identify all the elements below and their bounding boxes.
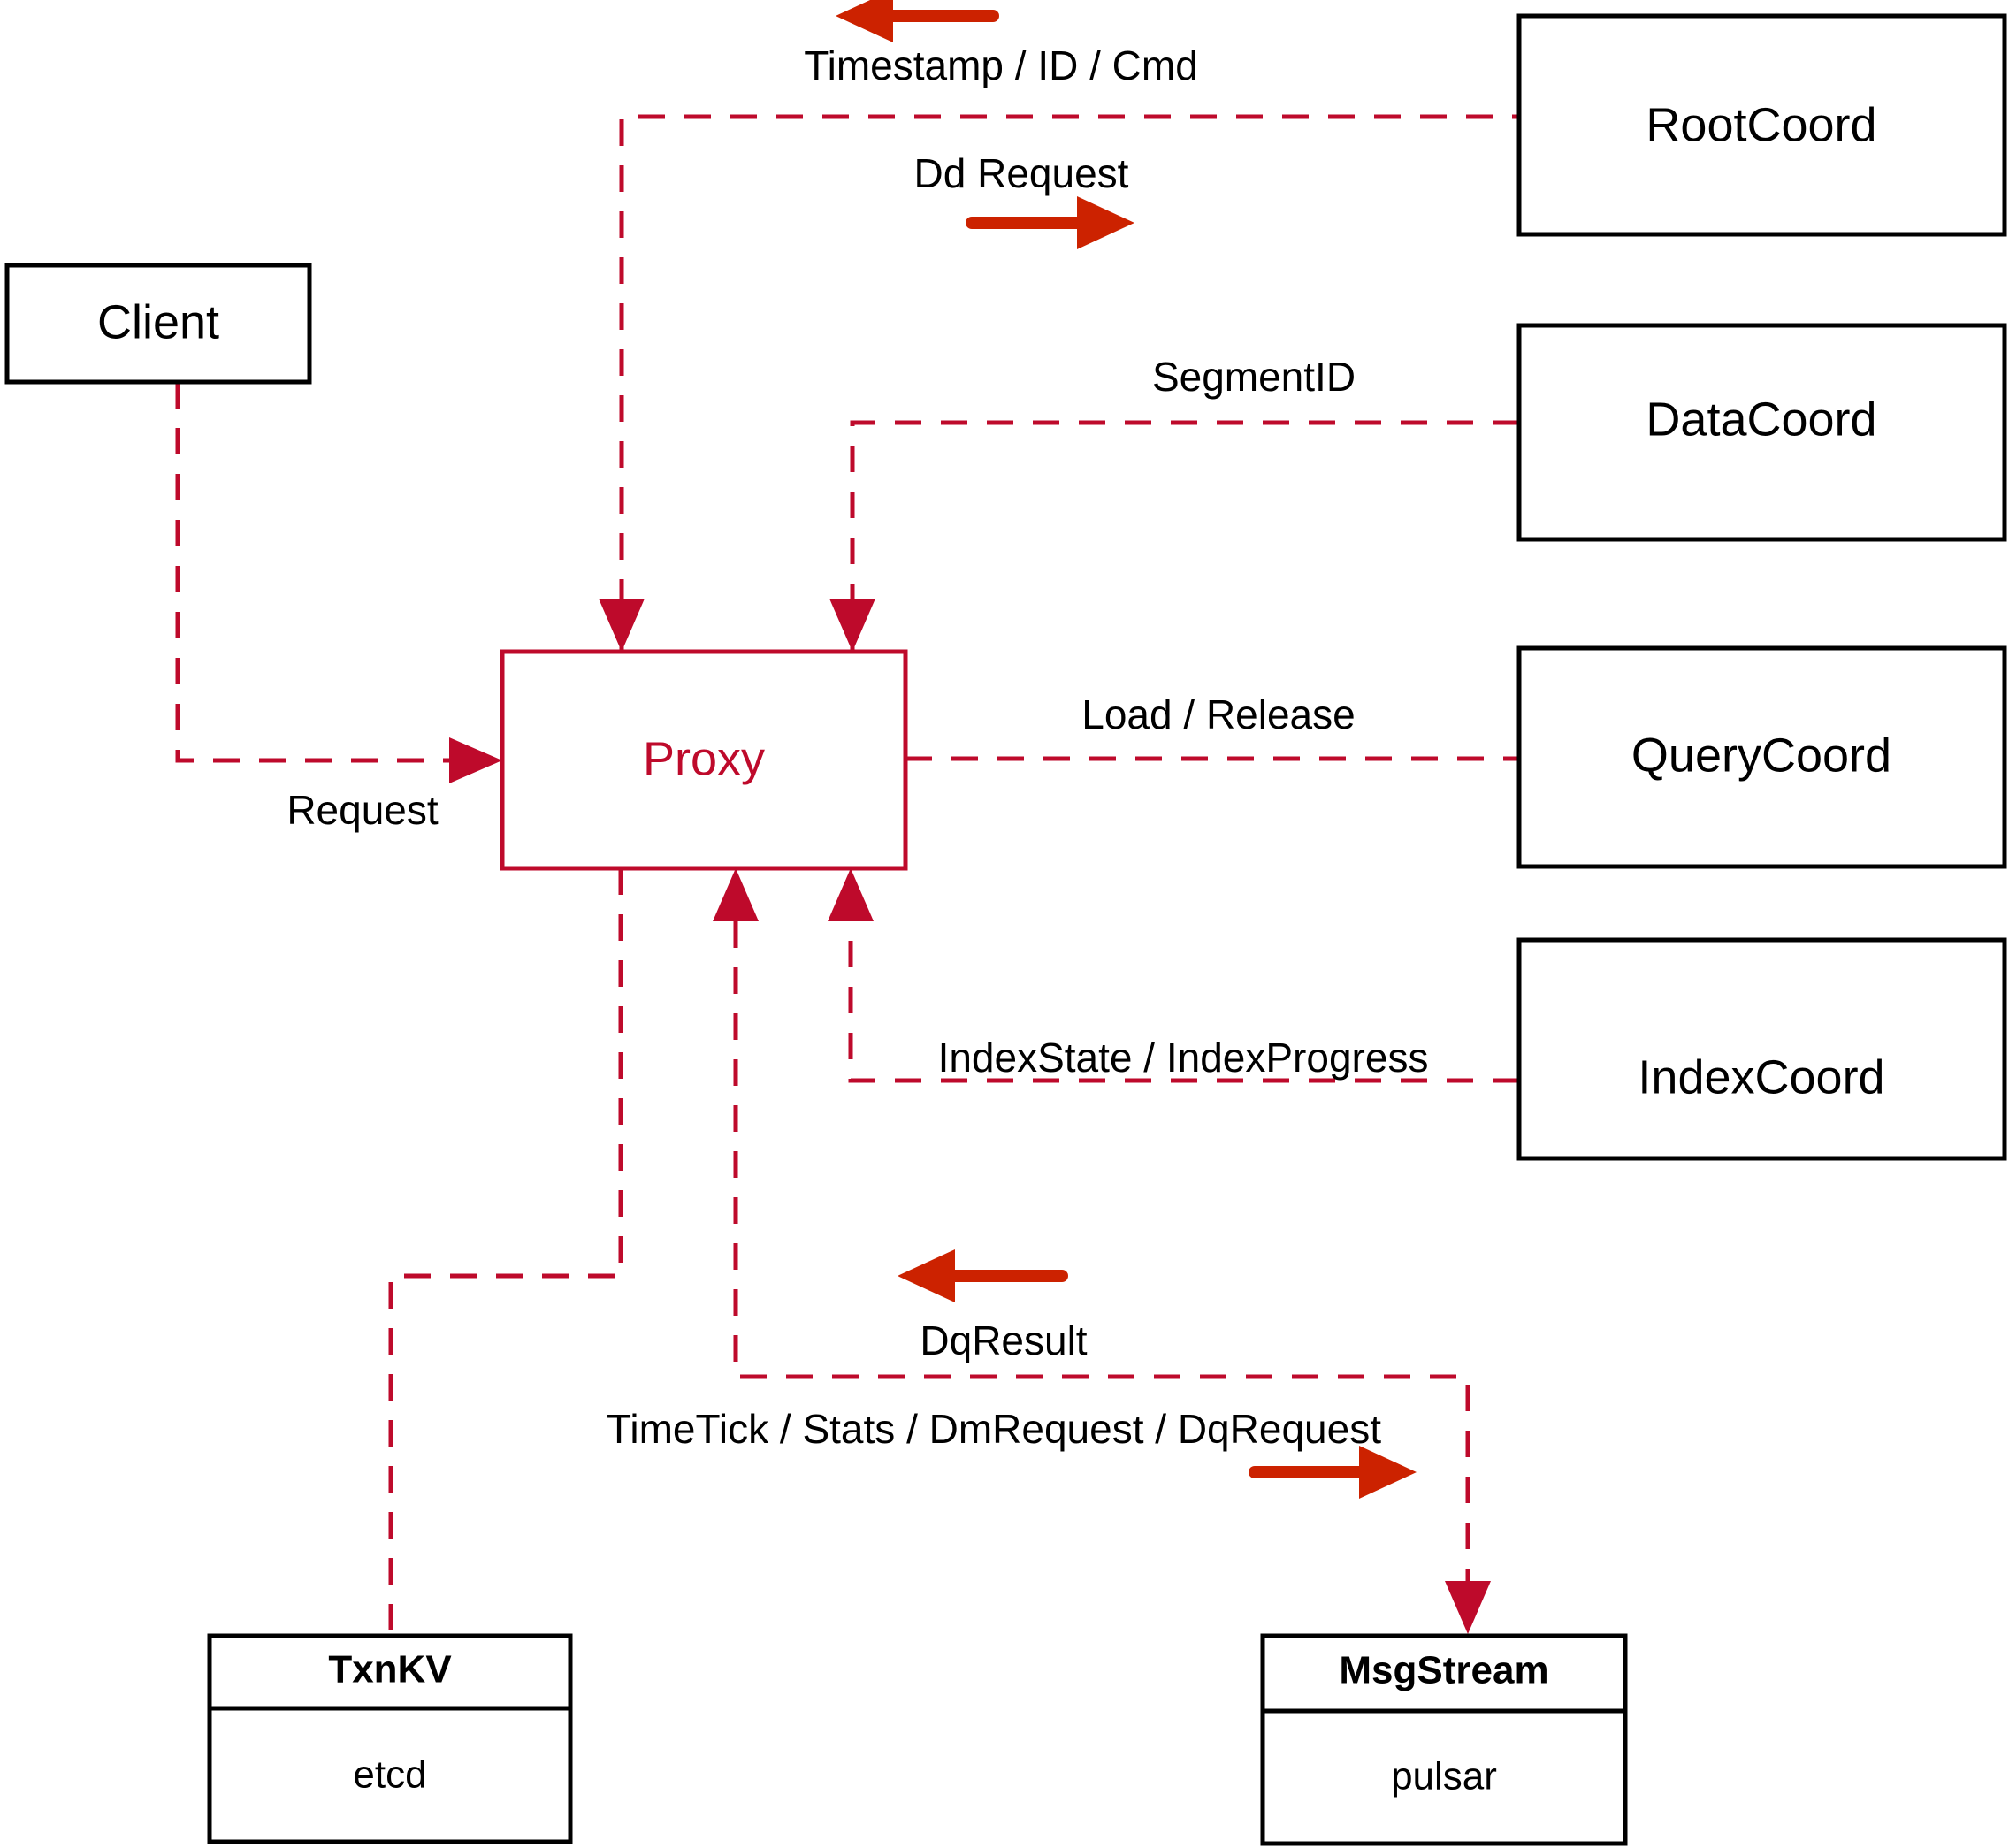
edge-head-proxy-from-indexcoord (828, 868, 874, 921)
edge-head-proxy-from-client (449, 737, 502, 783)
edge-label-request: Request (286, 787, 439, 833)
node-client[interactable]: Client (4, 263, 312, 385)
edge-label-timetick-stats: TimeTick / Stats / DmRequest / DqRequest (607, 1406, 1381, 1452)
edge-label-timestamp-id-cmd: Timestamp / ID / Cmd (804, 42, 1198, 88)
edge-head-proxy-from-msgstream (713, 868, 759, 921)
flow-arrow-timetick (1249, 1446, 1417, 1499)
edge-label-index-state-progress: IndexState / IndexProgress (938, 1035, 1429, 1081)
edge-label-dq-result: DqResult (920, 1317, 1087, 1363)
edge-head-proxy-from-datacoord (829, 599, 875, 652)
flow-arrow-dd-request (966, 196, 1134, 249)
edge-label-dd-request: Dd Request (914, 150, 1129, 196)
edge-datacoord-proxy (850, 420, 1519, 652)
node-msgstream[interactable]: MsgStream pulsar (1260, 1633, 1628, 1846)
node-querycoord-label: QueryCoord (1631, 729, 1891, 782)
node-txnkv-title: TxnKV (328, 1648, 452, 1691)
node-client-label: Client (97, 295, 219, 348)
node-msgstream-title: MsgStream (1339, 1649, 1548, 1692)
node-msgstream-subtitle: pulsar (1391, 1755, 1497, 1798)
edge-head-msgstream (1445, 1581, 1491, 1634)
edge-label-segment-id: SegmentID (1152, 354, 1356, 400)
edge-head-proxy-from-rootcoord (599, 599, 645, 652)
node-datacoord-label: DataCoord (1646, 393, 1876, 446)
node-indexcoord-label: IndexCoord (1638, 1050, 1884, 1103)
edge-label-load-release: Load / Release (1081, 691, 1355, 737)
node-txnkv[interactable]: TxnKV etcd (207, 1633, 573, 1844)
flow-arrow-timestamp (836, 0, 999, 42)
node-indexcoord[interactable]: IndexCoord (1516, 937, 2007, 1161)
edge-proxy-msgstream (733, 921, 1470, 1583)
edge-indexcoord-proxy (848, 921, 1519, 1083)
edge-proxy-rootcoord (619, 114, 1892, 652)
edge-client-proxy (175, 382, 453, 763)
edge-proxy-txnkv (388, 868, 623, 1636)
node-proxy[interactable]: Proxy (500, 649, 908, 871)
node-proxy-label: Proxy (643, 732, 765, 785)
node-rootcoord[interactable]: RootCoord (1516, 13, 2007, 237)
node-datacoord[interactable]: DataCoord (1516, 323, 2007, 542)
node-querycoord[interactable]: QueryCoord (1516, 645, 2007, 869)
flow-arrow-dq-result (898, 1249, 1068, 1302)
node-rootcoord-label: RootCoord (1646, 98, 1876, 151)
node-txnkv-subtitle: etcd (353, 1753, 426, 1797)
